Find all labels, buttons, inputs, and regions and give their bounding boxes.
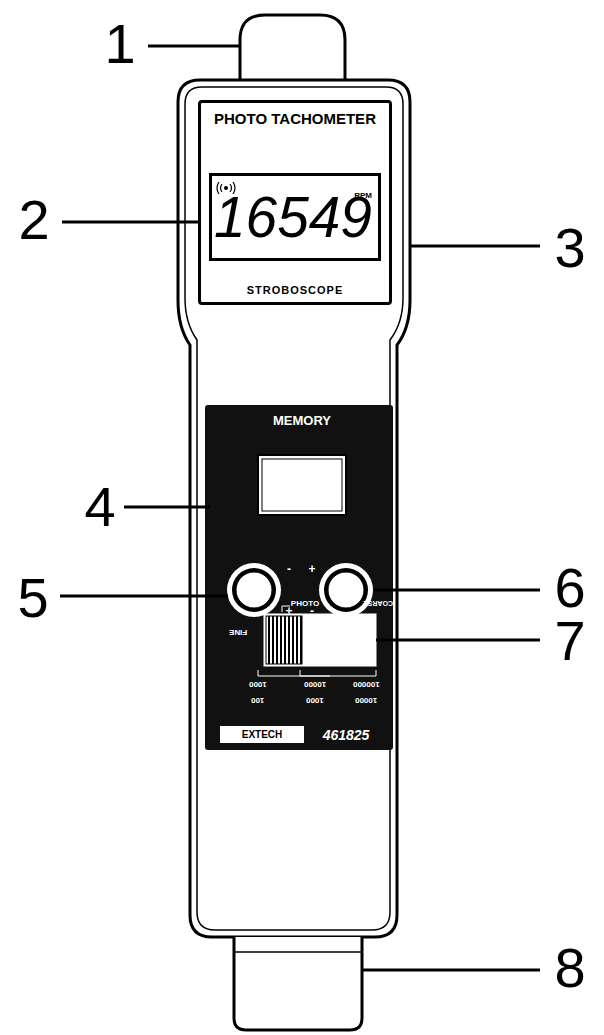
range-slider [264,614,376,666]
memory-button-inner [262,459,342,511]
knob-label: COARSE [363,600,393,607]
range-tick [300,670,301,676]
bottom-cap [234,937,362,1030]
brand-label: EXTECH [242,730,283,740]
leader-line [410,245,540,248]
leader-line [362,969,540,972]
leader-line [148,45,240,48]
callout-number: 1 [104,16,135,72]
display-title: PHOTO TACHOMETER [214,111,376,126]
sensor-head [240,15,345,84]
leader-line [124,506,210,509]
callout-number: 2 [18,192,49,248]
fine-knob [236,572,272,608]
callout-number: 8 [554,940,585,996]
callout-number: 6 [554,560,585,616]
leader-line [376,639,540,642]
callout-number: 5 [17,570,48,626]
range-label: 1000 [249,680,267,688]
range-bracket [258,670,330,676]
memory-button [258,455,346,515]
coarse-knob-ring [319,563,373,617]
leader-line [374,589,540,592]
housing-inner-edge [185,87,403,930]
leader-line [62,221,208,224]
range-bracket [300,670,376,676]
range-label: 10000 [304,680,326,688]
callout-number: 3 [554,220,585,276]
range-label: 1000 [306,696,324,704]
coarse-knob [328,572,364,608]
leader-line [60,595,228,598]
button-label: MEMORY [273,414,331,427]
lcd-window: 16549RPM [209,173,381,261]
range-label: 100 [251,696,264,704]
knob-sign: + [308,563,315,575]
callout-number: 4 [84,479,115,535]
knob-sign: - [287,563,291,575]
slider-knob [266,616,302,664]
display-subtitle: STROBOSCOPE [247,285,344,296]
fine-knob-ring [227,563,281,617]
unit-label: RPM [354,192,372,200]
display-bezel: PHOTO TACHOMETER STROBOSCOPE 16549RPM [198,100,392,305]
brand-plate [220,726,304,743]
range-label: 100000 [353,680,380,688]
control-panel [205,405,393,750]
model-number: 461825 [323,728,370,742]
knob-label: FINE [229,628,247,636]
range-label: 10000 [355,696,377,704]
lcd-reading: 16549 [214,190,372,247]
switch-label: PHOTO [291,600,319,608]
callout-number: 7 [554,613,585,669]
coarse-knob-gap [324,568,368,612]
housing [178,80,410,937]
cap-rim [234,951,362,953]
fine-knob-gap [232,568,276,612]
